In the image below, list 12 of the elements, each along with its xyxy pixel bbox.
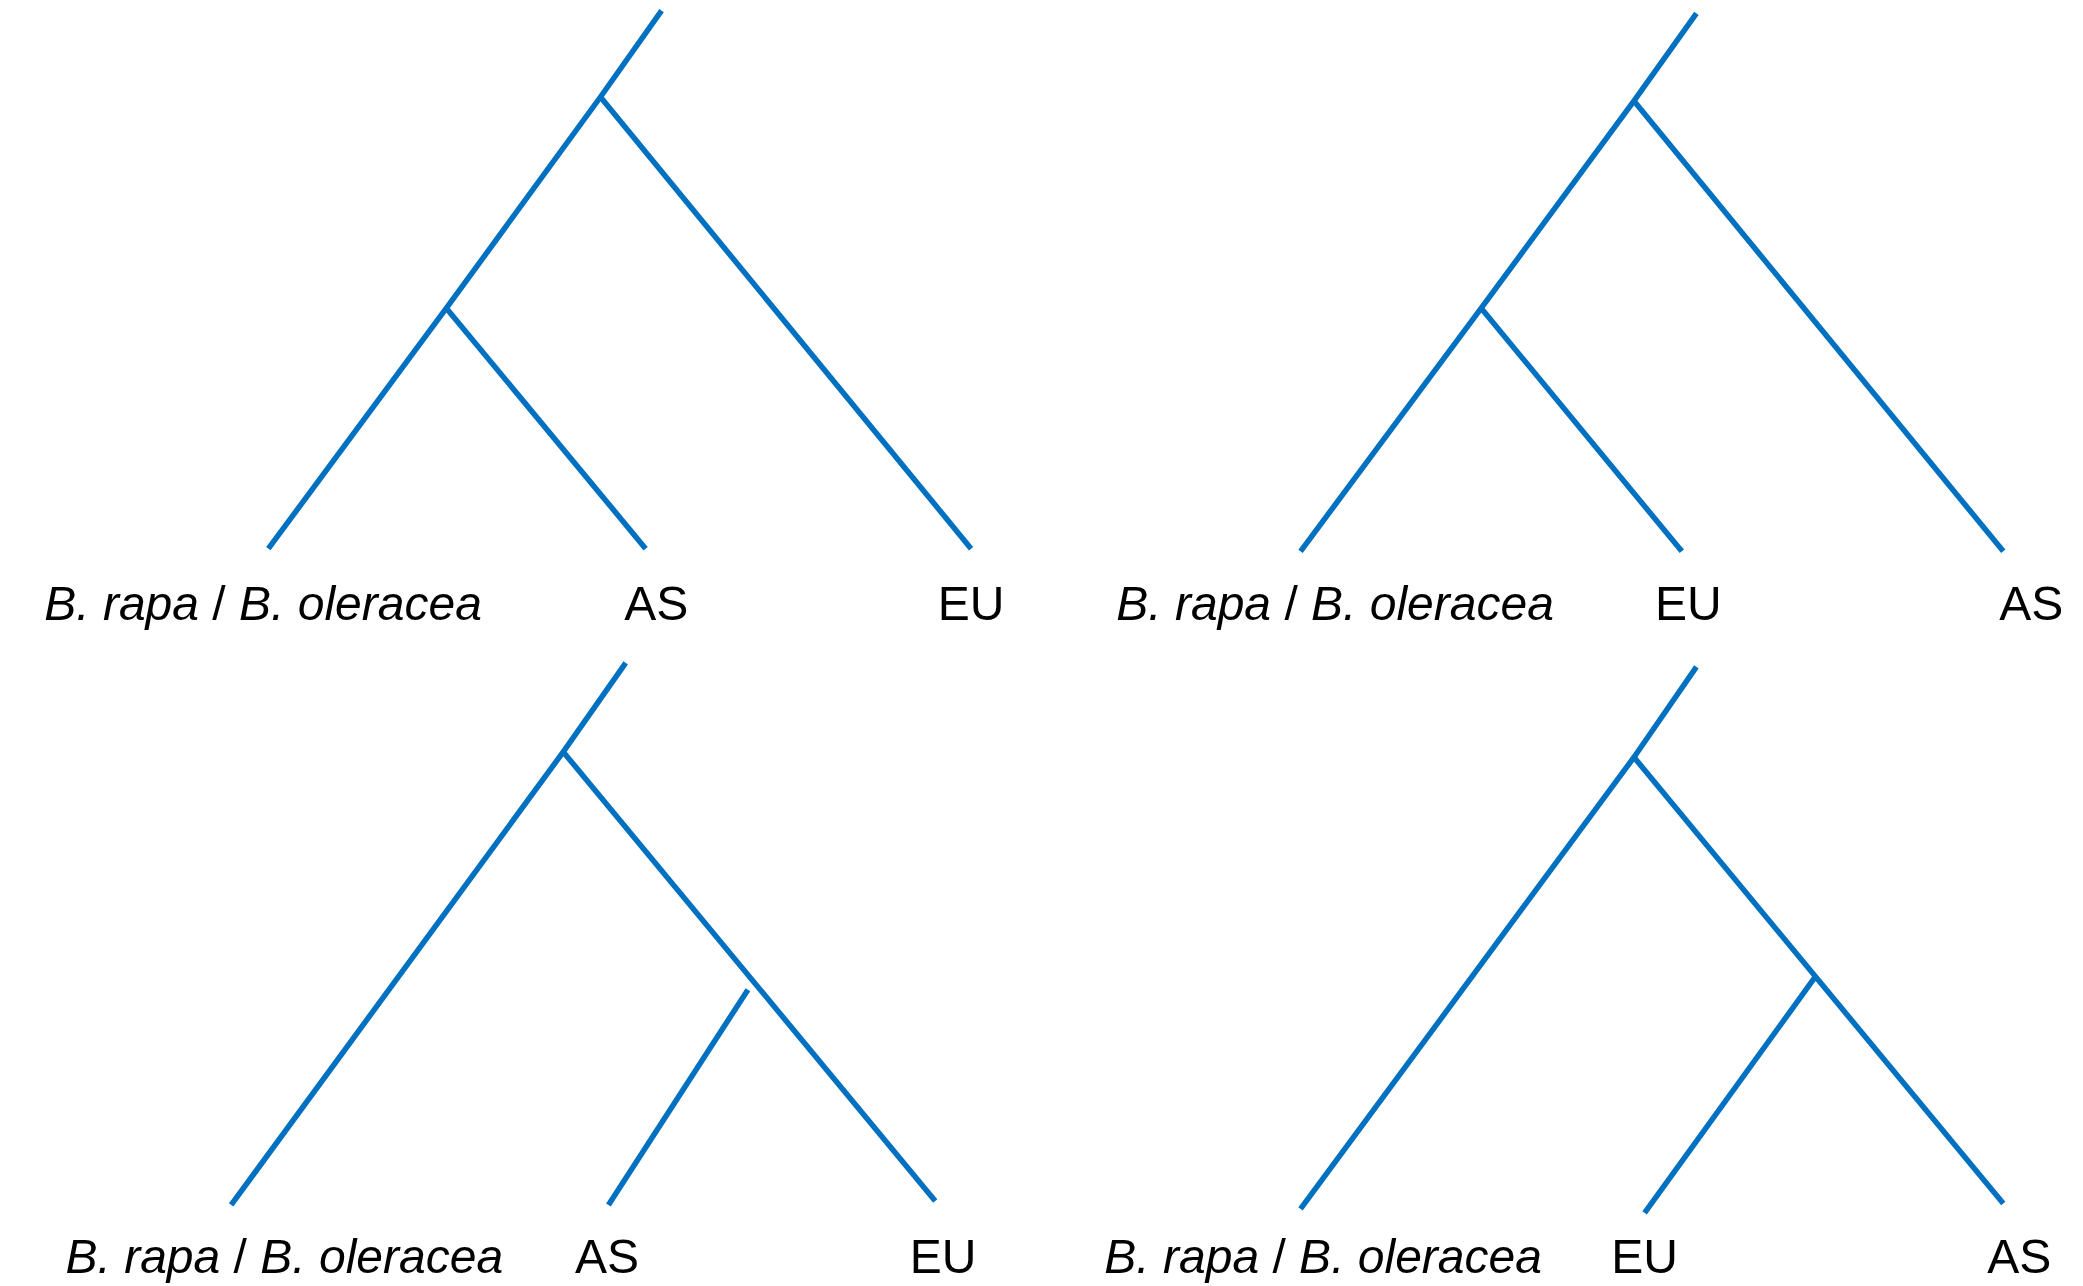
taxon-label: EU — [1611, 1230, 1678, 1284]
taxon-label: EU — [937, 578, 1005, 631]
taxon-label: AS — [1999, 578, 2064, 631]
taxon-label: AS — [1987, 1230, 2052, 1284]
taxon-label: AS — [575, 1230, 640, 1284]
taxon-label: B. rapa / B. oleracea — [44, 578, 482, 631]
taxon-label: EU — [1655, 578, 1722, 631]
taxon-label: EU — [909, 1230, 977, 1284]
taxon-label: B. rapa / B. oleracea — [1104, 1230, 1542, 1284]
taxon-label: AS — [624, 578, 689, 631]
taxon-label: B. rapa / B. oleracea — [1116, 578, 1554, 631]
taxon-label: B. rapa / B. oleracea — [65, 1230, 504, 1284]
